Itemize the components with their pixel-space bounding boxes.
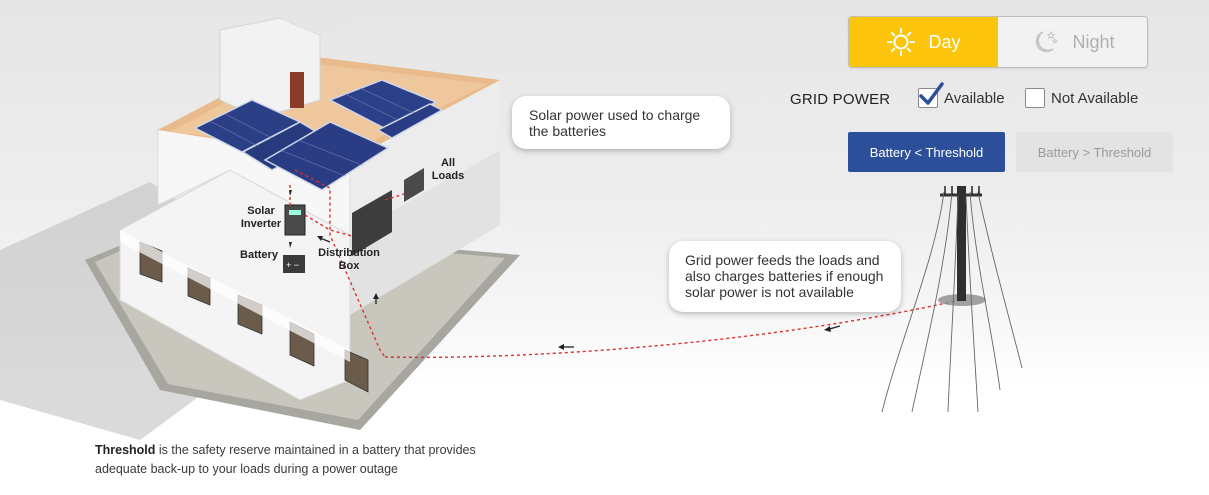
- grid-available-option[interactable]: Available: [918, 82, 1005, 108]
- grid-not-available-checkbox[interactable]: [1025, 88, 1045, 108]
- label-all-loads: All Loads: [431, 157, 465, 182]
- night-button[interactable]: Night: [998, 17, 1147, 67]
- threshold-footnote: Threshold is the safety reserve maintain…: [95, 441, 515, 479]
- footnote-term: Threshold: [95, 443, 156, 457]
- flow-arrows: [289, 190, 841, 350]
- solar-panels: [193, 79, 444, 191]
- checkmark-icon: [919, 82, 944, 105]
- battery-below-threshold-button[interactable]: Battery < Threshold: [848, 132, 1005, 172]
- solar-charge-text: Solar power used to charge the batteries: [529, 107, 701, 139]
- solar-inverter-unit: [284, 204, 306, 236]
- grid-not-available-label: Not Available: [1051, 89, 1139, 107]
- night-label: Night: [1072, 31, 1115, 52]
- grid-feed-bubble: Grid power feeds the loads and also char…: [669, 241, 901, 312]
- distribution-box-unit: [352, 190, 392, 256]
- grid-not-available-option[interactable]: Not Available: [1025, 88, 1138, 108]
- label-battery: Battery: [240, 249, 278, 261]
- grid-available-label: Available: [944, 89, 1005, 107]
- grid-available-checkbox[interactable]: [918, 82, 944, 108]
- day-label: Day: [928, 31, 961, 52]
- battery-above-threshold-button[interactable]: Battery > Threshold: [1016, 132, 1173, 172]
- power-flow-lines: [289, 169, 961, 359]
- house-right-wall: [350, 150, 500, 315]
- day-night-toggle: Day Night: [848, 16, 1148, 68]
- grid-power-label: GRID POWER: [790, 91, 891, 108]
- svg-text:+ −: + −: [286, 260, 299, 270]
- solar-charge-bubble: Solar power used to charge the batteries: [512, 96, 730, 149]
- sun-icon: [886, 27, 916, 57]
- grid-feed-text: Grid power feeds the loads and also char…: [685, 252, 884, 300]
- moon-stars-icon: [1030, 27, 1060, 57]
- utility-pole: [881, 186, 1023, 413]
- day-button[interactable]: Day: [849, 17, 998, 67]
- label-solar-inverter: Solar Inverter: [240, 205, 282, 230]
- footnote-text: is the safety reserve maintained in a ba…: [95, 443, 476, 476]
- all-loads-unit: [404, 168, 424, 202]
- label-distribution-box: Distribution Box: [318, 247, 380, 272]
- battery-unit: [283, 255, 305, 273]
